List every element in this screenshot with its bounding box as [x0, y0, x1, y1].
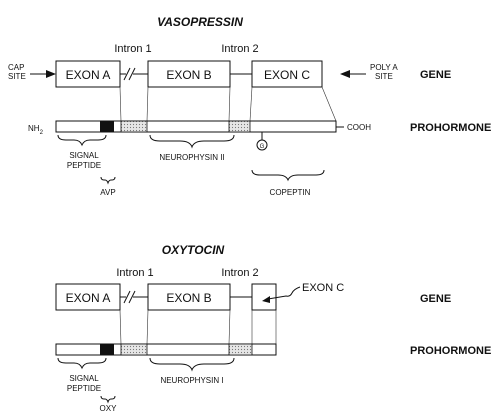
oxy-intron1-break-2 [128, 290, 136, 304]
oxy-prohormone-bar [55, 343, 277, 356]
oxy-dotted-segment-2 [228, 343, 253, 356]
oxy-neurophysin-label: NEUROPHYSIN I [160, 376, 223, 385]
cap-site-label-line2: SITE [8, 72, 26, 81]
oxytocin-section: OXYTOCIN EXON A Intron 1 EXON B Intron 2… [55, 243, 491, 413]
vp-connector-2 [146, 86, 149, 122]
glycosylation-icon [256, 139, 268, 151]
oxy-signal-peptide-brace [57, 357, 107, 370]
poly-a-label-line1: POLY A [370, 63, 398, 72]
oxy-gene-label: GENE [420, 293, 451, 305]
vasopressin-title: VASOPRESSIN [157, 15, 243, 29]
cooh-label: COOH [347, 123, 371, 132]
oxy-intron1-break-1 [123, 290, 131, 304]
oxy-connector-3 [228, 309, 231, 345]
oxy-brace [100, 395, 116, 404]
vp-exon-a-label: EXON A [66, 68, 111, 82]
oxy-intron1-label: Intron 1 [116, 267, 153, 279]
oxytocin-title: OXYTOCIN [162, 243, 225, 257]
vp-connector-5 [321, 86, 337, 122]
oxy-intron2-label: Intron 2 [221, 267, 258, 279]
vp-gene-label: GENE [420, 69, 451, 81]
vp-exon-b-box [147, 60, 231, 88]
vp-exon-c-label: EXON C [264, 68, 310, 82]
vasopressin-section: VASOPRESSIN CAP SITE EXON A Intron 1 EXO… [8, 15, 491, 197]
glyco-label: G [260, 144, 265, 150]
oxy-prohormone-label: PROHORMONE [410, 345, 491, 357]
oxy-exon-c-box [251, 283, 277, 311]
avp-segment [100, 121, 114, 132]
vp-dotted-segment-2 [228, 120, 251, 133]
vp-intron1-break-1 [123, 67, 131, 81]
oxy-exon-a-box [55, 283, 121, 311]
vp-prohormone-label: PROHORMONE [410, 122, 491, 134]
oxy-connector-1 [119, 309, 122, 345]
vp-connector-3 [228, 86, 231, 122]
vp-signal-label-line1: SIGNAL [69, 151, 99, 160]
poly-a-label-line2: SITE [375, 72, 393, 81]
vp-prohormone-bar [55, 120, 337, 133]
nh2-label: NH2 [28, 124, 44, 136]
oxy-segment [100, 344, 114, 355]
oxy-dotted-segment-1 [120, 343, 148, 356]
vp-exon-b-label: EXON B [166, 68, 211, 82]
avp-label: AVP [100, 188, 115, 197]
oxy-exon-b-box [147, 283, 231, 311]
vp-connector-1 [119, 86, 122, 122]
oxy-connector-2 [146, 309, 149, 345]
vp-neurophysin-brace [149, 134, 235, 149]
vp-exon-c-box [251, 60, 323, 88]
oxy-signal-label-line1: SIGNAL [69, 374, 99, 383]
vp-intron1-label: Intron 1 [114, 43, 151, 55]
oxy-neurophysin-brace [149, 357, 235, 372]
oxy-label: OXY [100, 404, 118, 413]
copeptin-label: COPEPTIN [270, 188, 311, 197]
signal-peptide-brace [57, 134, 107, 147]
copeptin-brace [251, 169, 325, 182]
vp-signal-label-line2: PEPTIDE [67, 161, 101, 170]
vp-intron1-break-2 [128, 67, 136, 81]
poly-a-arrow-icon [340, 70, 350, 78]
oxy-exon-c-label: EXON C [302, 282, 344, 294]
vp-intron2-label: Intron 2 [221, 43, 258, 55]
vp-neurophysin-label: NEUROPHYSIN II [159, 153, 224, 162]
vp-dotted-segment-1 [120, 120, 148, 133]
exon-c-pointer-arrow-icon [262, 296, 270, 303]
oxy-exon-a-label: EXON A [66, 291, 111, 305]
exon-c-pointer [267, 286, 301, 300]
oxy-signal-label-line2: PEPTIDE [67, 384, 101, 393]
cap-site-label-line1: CAP [8, 63, 24, 72]
avp-brace [100, 176, 116, 185]
vp-connector-4 [249, 86, 253, 122]
oxy-exon-b-label: EXON B [166, 291, 211, 305]
cap-site-arrow-icon [46, 70, 56, 78]
